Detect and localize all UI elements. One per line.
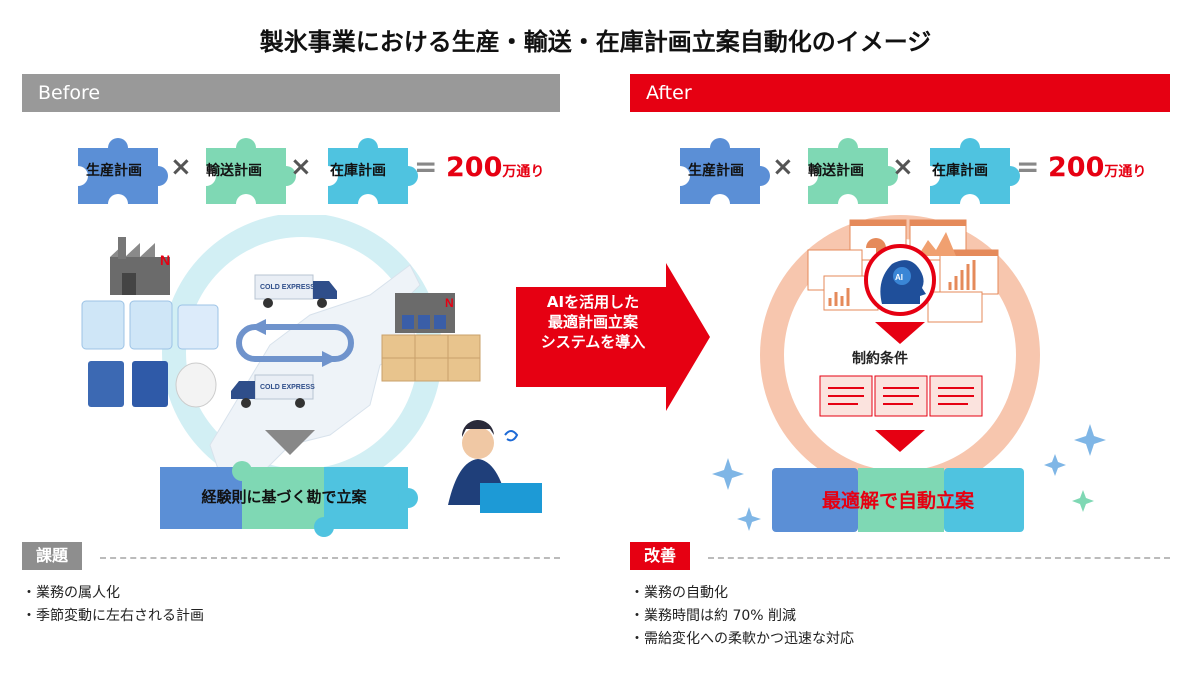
- svg-text:N: N: [160, 252, 170, 268]
- puzzle-piece-transport-icon: [206, 138, 296, 204]
- before-header: Before: [22, 74, 560, 112]
- puzzle-piece-inventory-icon: [930, 138, 1020, 204]
- process-label: 経験則に基づく勘で立案: [201, 488, 367, 506]
- combination-unit: 万通り: [1104, 164, 1147, 180]
- ai-head-icon: AI: [864, 244, 936, 316]
- factory-icon: N: [110, 237, 170, 295]
- page-title: 製氷事業における生産・輸送・在庫計画立案自動化のイメージ: [259, 28, 932, 56]
- center-arrow-line-1: AIを活用した: [546, 293, 640, 311]
- truck-icon: COLD EXPRESS: [231, 374, 315, 408]
- combination-count: 200万通り: [1048, 152, 1146, 183]
- truck-icon: COLD EXPRESS: [254, 274, 337, 308]
- ai-badge: AI: [895, 273, 903, 282]
- issues-list: ・業務の属人化 ・季節変動に左右される計画: [22, 582, 204, 628]
- inventory-plan-label: 在庫計画: [932, 163, 988, 179]
- times-sign: ×: [170, 152, 192, 182]
- down-arrow-icon: [875, 322, 925, 344]
- result-banner-label: 最適解で自動立案: [821, 490, 974, 512]
- times-sign: ×: [290, 152, 312, 182]
- before-equation: 生産計画 × 輸送計画 × 在庫計画 = 200万通り: [70, 130, 570, 210]
- constraint-documents-icon: [819, 375, 983, 417]
- equals-sign: =: [1016, 150, 1040, 183]
- puzzle-piece-production-icon: [680, 138, 770, 204]
- combination-number: 200: [1048, 152, 1105, 183]
- list-item: ・業務の自動化: [630, 585, 728, 601]
- transport-plan-label: 輸送計画: [206, 163, 262, 179]
- down-arrow-icon: [265, 430, 315, 455]
- puzzle-piece-production-icon: [78, 138, 168, 204]
- exchange-arrows-icon: [236, 319, 354, 367]
- before-illustration: N COLD EXPRESS COLD EXPRESS N: [81, 215, 542, 537]
- warehouse-icon: N: [381, 293, 481, 382]
- times-sign: ×: [772, 152, 794, 182]
- center-arrow-icon: [516, 263, 710, 411]
- list-item: ・業務時間は約 70% 削減: [630, 608, 797, 624]
- puzzle-piece-inventory-icon: [328, 138, 418, 204]
- improvements-tag: 改善: [630, 542, 691, 570]
- list-item: ・業務の属人化: [22, 585, 120, 601]
- inventory-plan-label: 在庫計画: [330, 163, 386, 179]
- result-band: [772, 468, 1024, 532]
- production-plan-label: 生産計画: [86, 163, 142, 179]
- list-item: ・季節変動に左右される計画: [22, 608, 204, 624]
- down-arrow-icon: [875, 430, 925, 452]
- puzzle-band: [160, 461, 418, 537]
- svg-text:N: N: [445, 296, 454, 310]
- center-arrow-line-3: システムを導入: [540, 333, 646, 351]
- puzzle-piece-transport-icon: [808, 138, 898, 204]
- improvements-list: ・業務の自動化 ・業務時間は約 70% 削減 ・需給変化への柔軟かつ迅速な対応: [630, 582, 854, 651]
- worried-person-icon: [448, 419, 542, 513]
- issues-tag: 課題: [22, 542, 83, 570]
- times-sign: ×: [892, 152, 914, 182]
- after-illustration: AI: [712, 215, 1106, 532]
- transport-plan-label: 輸送計画: [808, 163, 864, 179]
- ice-products-icon: [81, 300, 219, 408]
- sparkle-icon: [712, 424, 1106, 531]
- combination-number: 200: [446, 152, 503, 183]
- equals-sign: =: [414, 150, 438, 183]
- center-arrow-label: AIを活用した 最適計画立案 システムを導入: [518, 292, 668, 352]
- constraints-label: 制約条件: [852, 351, 908, 367]
- list-item: ・需給変化への柔軟かつ迅速な対応: [630, 631, 854, 647]
- svg-text:COLD EXPRESS: COLD EXPRESS: [260, 384, 315, 391]
- truck-label: COLD EXPRESS: [260, 284, 315, 291]
- center-arrow-line-2: 最適計画立案: [547, 313, 638, 331]
- combination-unit: 万通り: [502, 164, 545, 180]
- divider: [708, 557, 1170, 559]
- after-header: After: [630, 74, 1170, 112]
- divider: [100, 557, 560, 559]
- combination-count: 200万通り: [446, 152, 544, 183]
- after-equation: 生産計画 × 輸送計画 × 在庫計画 = 200万通り: [672, 130, 1172, 210]
- production-plan-label: 生産計画: [688, 163, 744, 179]
